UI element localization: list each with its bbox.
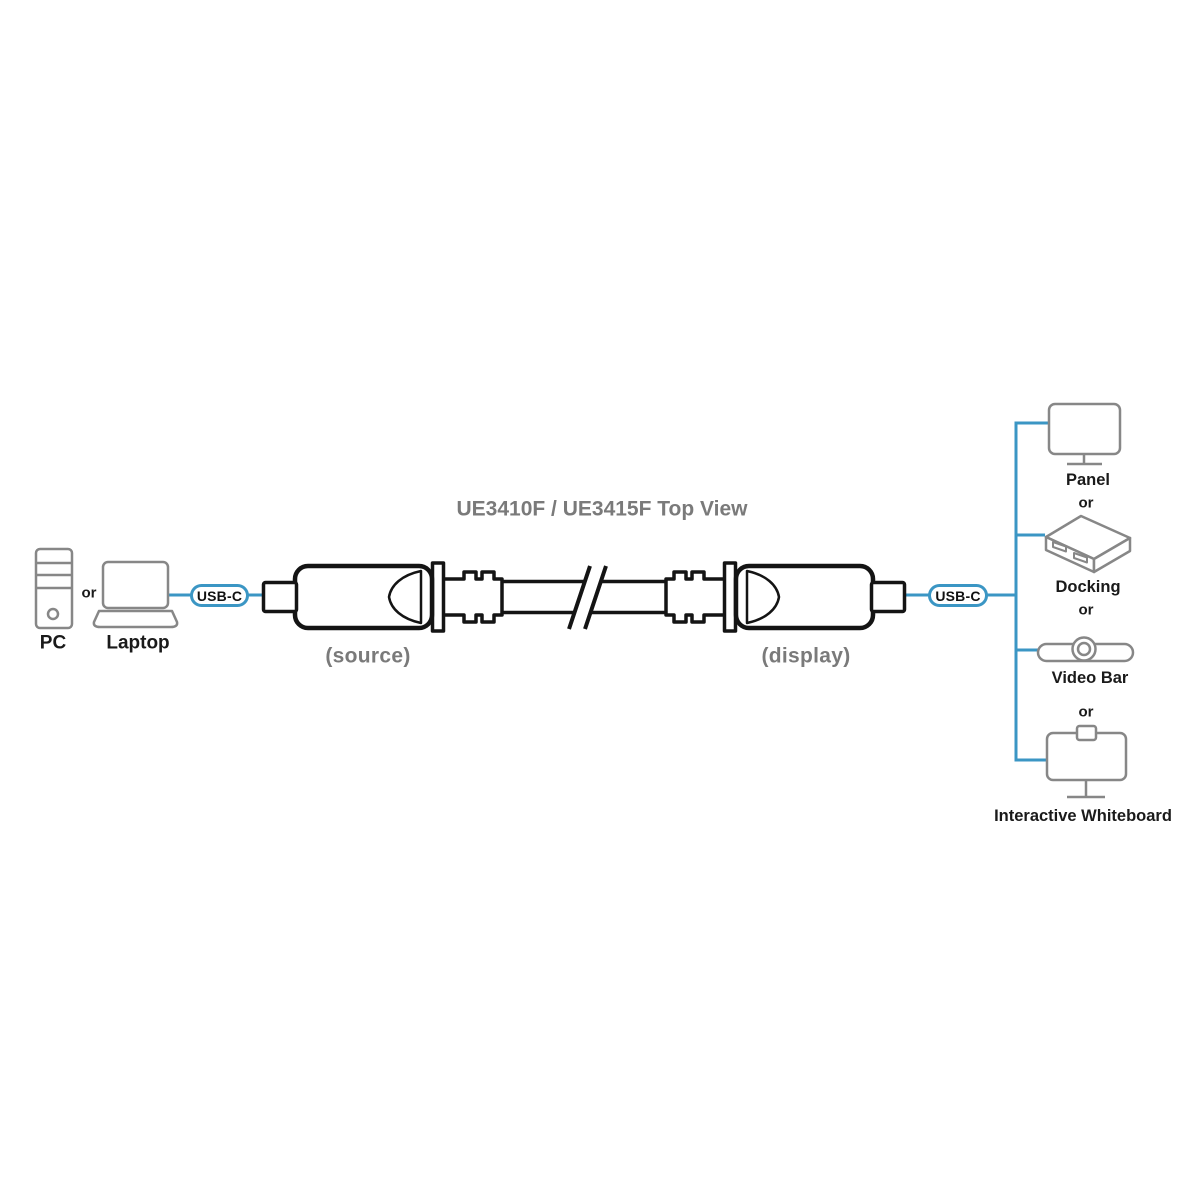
diagram-title: UE3410F / UE3415F Top View bbox=[456, 497, 748, 521]
display-or-label-1: or bbox=[1078, 494, 1094, 512]
display-or-label-2: or bbox=[1078, 601, 1094, 619]
panel-label: Panel bbox=[1065, 470, 1111, 489]
cable-break-mark bbox=[567, 565, 608, 630]
pc-label: PC bbox=[39, 632, 67, 654]
video-bar-label: Video Bar bbox=[1051, 668, 1129, 687]
source-or-label: or bbox=[81, 584, 97, 602]
docking-station-icon bbox=[1044, 514, 1132, 574]
video-bar-icon bbox=[1036, 636, 1135, 663]
display-caption: (display) bbox=[761, 644, 851, 668]
display-or-label-3: or bbox=[1078, 703, 1094, 721]
pc-tower-icon bbox=[34, 547, 74, 630]
interactive-whiteboard-icon bbox=[1045, 724, 1128, 799]
laptop-label: Laptop bbox=[106, 632, 170, 654]
docking-label: Docking bbox=[1055, 577, 1121, 596]
usb-c-port-badge-source: USB-C bbox=[190, 584, 249, 607]
source-connector bbox=[261, 561, 504, 633]
display-connector bbox=[664, 561, 907, 633]
source-caption: (source) bbox=[325, 644, 411, 668]
usb-c-port-badge-display: USB-C bbox=[928, 584, 988, 607]
laptop-icon bbox=[92, 560, 179, 629]
panel-monitor-icon bbox=[1047, 402, 1122, 466]
interactive-whiteboard-label: Interactive Whiteboard bbox=[994, 806, 1172, 825]
display-connection-lines bbox=[903, 421, 1049, 762]
usb-cable-graphic bbox=[261, 561, 907, 633]
